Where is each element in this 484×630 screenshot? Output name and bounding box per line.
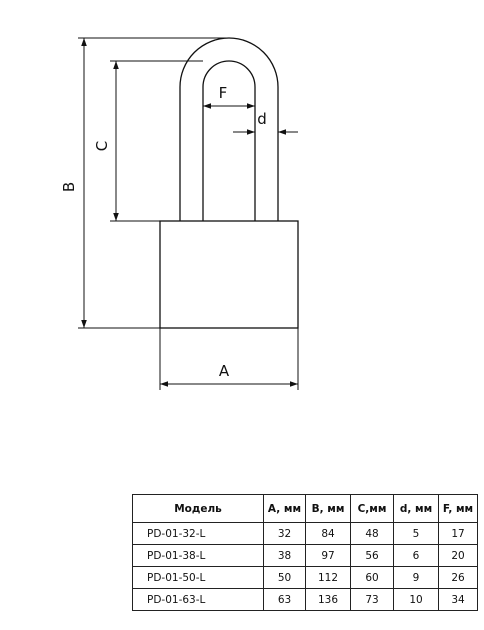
dimension-f: F	[203, 84, 255, 109]
dimension-c: C	[93, 61, 119, 221]
cell-b: 84	[305, 522, 351, 545]
dimension-c-label: C	[93, 141, 111, 151]
cell-model: PD-01-63-L	[132, 588, 264, 611]
header-c: C,мм	[350, 494, 394, 523]
cell-model: PD-01-38-L	[132, 544, 264, 567]
cell-c: 73	[350, 588, 394, 611]
header-d: d, мм	[393, 494, 439, 523]
padlock-body	[159, 220, 299, 329]
dimension-d-label: d	[257, 110, 267, 128]
table-row: PD-01-38-L 38 97 56 6 20	[132, 544, 478, 567]
cell-a: 63	[263, 588, 306, 611]
table-row: PD-01-32-L 32 84 48 5 17	[132, 522, 478, 545]
cell-d: 10	[393, 588, 439, 611]
dimension-b-label: B	[60, 182, 78, 192]
table-header-row: Модель A, мм B, мм C,мм d, мм F, мм	[132, 494, 478, 523]
dimension-a: A	[160, 362, 298, 387]
dimensions-table: Модель A, мм B, мм C,мм d, мм F, мм PD-0…	[132, 494, 478, 611]
cell-f: 34	[438, 588, 478, 611]
header-b: B, мм	[305, 494, 351, 523]
cell-d: 6	[393, 544, 439, 567]
dimension-d: d	[233, 110, 298, 135]
cell-a: 32	[263, 522, 306, 545]
table-row: PD-01-50-L 50 112 60 9 26	[132, 566, 478, 589]
cell-f: 17	[438, 522, 478, 545]
header-model: Модель	[132, 494, 264, 523]
cell-c: 56	[350, 544, 394, 567]
cell-d: 9	[393, 566, 439, 589]
cell-d: 5	[393, 522, 439, 545]
cell-a: 50	[263, 566, 306, 589]
header-f: F, мм	[438, 494, 478, 523]
cell-c: 48	[350, 522, 394, 545]
header-a: A, мм	[263, 494, 306, 523]
padlock-shackle	[179, 37, 279, 221]
cell-b: 136	[305, 588, 351, 611]
cell-b: 112	[305, 566, 351, 589]
cell-a: 38	[263, 544, 306, 567]
extension-lines	[78, 37, 299, 390]
cell-f: 26	[438, 566, 478, 589]
cell-c: 60	[350, 566, 394, 589]
cell-b: 97	[305, 544, 351, 567]
table-row: PD-01-63-L 63 136 73 10 34	[132, 588, 478, 611]
cell-model: PD-01-50-L	[132, 566, 264, 589]
padlock-dimension-drawing: B C A F d	[60, 37, 299, 390]
dimension-b: B	[60, 38, 87, 328]
cell-model: PD-01-32-L	[132, 522, 264, 545]
dimension-a-label: A	[219, 362, 230, 380]
dimension-f-label: F	[219, 84, 228, 102]
cell-f: 20	[438, 544, 478, 567]
